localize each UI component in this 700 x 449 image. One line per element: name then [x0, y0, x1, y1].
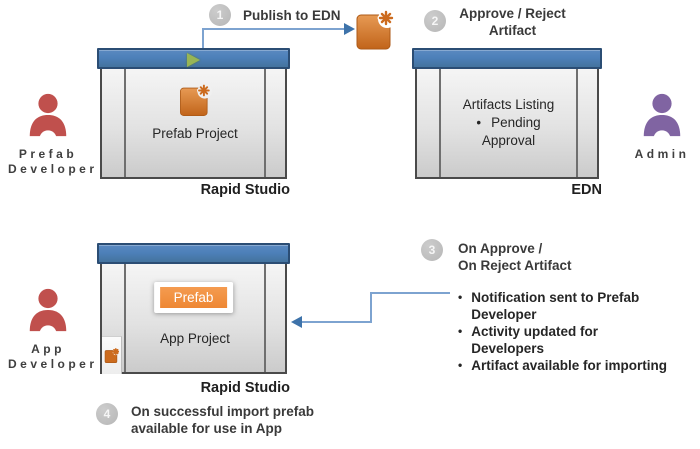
app-project-label: App Project: [160, 331, 230, 346]
app-project-content: App Project: [126, 264, 264, 372]
step-2-label-line1: Approve / Reject: [459, 6, 566, 21]
step-3-label-line2: On Reject Artifact: [458, 258, 572, 273]
publish-arrow-vertical-segment: [202, 29, 204, 48]
actor-label-line1: App: [31, 342, 65, 356]
window-titlebar: [412, 48, 602, 69]
approval-label: Approval: [481, 133, 536, 148]
artifacts-listing-label: Artifacts Listing: [462, 97, 555, 112]
step-1-circle: 1: [209, 4, 231, 26]
edn-window: Artifacts Listing • Pending Approval: [412, 48, 602, 180]
return-arrow-top-segment: [370, 292, 450, 294]
actor-label-line1: Admin: [634, 147, 690, 161]
imported-prefab-tray: [102, 336, 122, 374]
actor-app-developer: App Developer: [8, 287, 98, 372]
bullet-glyph: •: [458, 324, 463, 338]
publish-arrow-horizontal-segment: [202, 28, 346, 30]
rapid-studio-app-window: Prefab App Project: [97, 243, 290, 375]
outcomes-list: • Notification sent to Prefab Developer …: [458, 289, 670, 374]
published-artifact-document-icon: [356, 10, 396, 50]
prefab-project-label: Prefab Project: [152, 126, 238, 141]
outcome-text: Notification sent to Prefab Developer: [471, 290, 640, 322]
bullet-glyph: •: [458, 290, 463, 304]
outcome-text: Activity updated for Developers: [471, 324, 598, 356]
artifacts-listing-content: Artifacts Listing • Pending Approval: [441, 69, 576, 177]
step-4-circle: 4: [96, 403, 118, 425]
step-3-label: On Approve / On Reject Artifact: [458, 240, 572, 274]
window-body: Artifacts Listing • Pending Approval: [415, 69, 599, 179]
step-2-circle: 2: [424, 10, 446, 32]
actor-label: App Developer: [8, 342, 98, 372]
panel-divider: [264, 69, 266, 177]
window-titlebar: [97, 243, 290, 264]
pending-line: • Pending: [476, 114, 540, 132]
actor-label: Admin: [622, 147, 700, 162]
window-body: Prefab Project: [100, 69, 287, 179]
prefab-project-content: Prefab Project: [126, 69, 264, 177]
actor-prefab-developer: Prefab Developer: [8, 92, 98, 177]
rapid-studio-label-top: Rapid Studio: [200, 182, 290, 198]
list-item: • Artifact available for importing: [458, 357, 670, 374]
panel-divider: [124, 69, 126, 177]
outcome-text: Artifact available for importing: [471, 358, 667, 373]
step-4-label-line2: available for use in App: [131, 421, 283, 436]
actor-admin: Admin: [622, 92, 700, 162]
window-titlebar: [97, 48, 290, 69]
edn-label: EDN: [571, 182, 602, 198]
step-3-label-line1: On Approve /: [458, 241, 543, 256]
step-2-label: Approve / Reject Artifact: [450, 5, 575, 39]
rapid-studio-label-bottom: Rapid Studio: [200, 380, 290, 396]
rapid-studio-prefab-window: Prefab Project: [97, 48, 290, 180]
step-4-label-line1: On successful import prefab: [131, 404, 315, 419]
prefab-artifact-document-icon: [180, 83, 212, 116]
step-3-circle: 3: [421, 239, 443, 261]
prefab-badge: Prefab: [153, 282, 234, 313]
bullet-glyph: •: [458, 358, 463, 372]
publish-arrowhead-icon: [344, 23, 355, 35]
step-4-label: On successful import prefab available fo…: [131, 403, 314, 437]
imported-artifact-document-icon: [104, 348, 119, 363]
actor-label-line2: Developer: [8, 162, 98, 176]
list-item: • Notification sent to Prefab Developer: [458, 289, 670, 323]
list-item: • Activity updated for Developers: [458, 323, 670, 357]
window-body: Prefab App Project: [100, 264, 287, 374]
person-icon: [29, 93, 67, 148]
step-2-label-line2: Artifact: [488, 23, 537, 38]
person-icon: [29, 288, 67, 343]
panel-divider: [576, 69, 578, 177]
return-arrow-bottom-segment: [300, 321, 372, 323]
step-1-label: Publish to EDN: [243, 8, 341, 23]
return-arrowhead-icon: [291, 316, 302, 328]
actor-label: Prefab Developer: [8, 147, 98, 177]
pending-label: Pending: [491, 115, 541, 130]
prefab-badge-label: Prefab: [159, 287, 228, 308]
actor-label-line1: Prefab: [18, 147, 78, 161]
return-arrow-vertical-segment: [370, 292, 372, 323]
panel-divider: [264, 264, 266, 372]
panel-divider: [439, 69, 441, 177]
bullet-glyph: •: [476, 115, 482, 130]
actor-label-line2: Developer: [8, 357, 98, 371]
panel-divider: [124, 264, 126, 372]
person-icon: [643, 93, 681, 148]
play-icon: [186, 53, 200, 67]
